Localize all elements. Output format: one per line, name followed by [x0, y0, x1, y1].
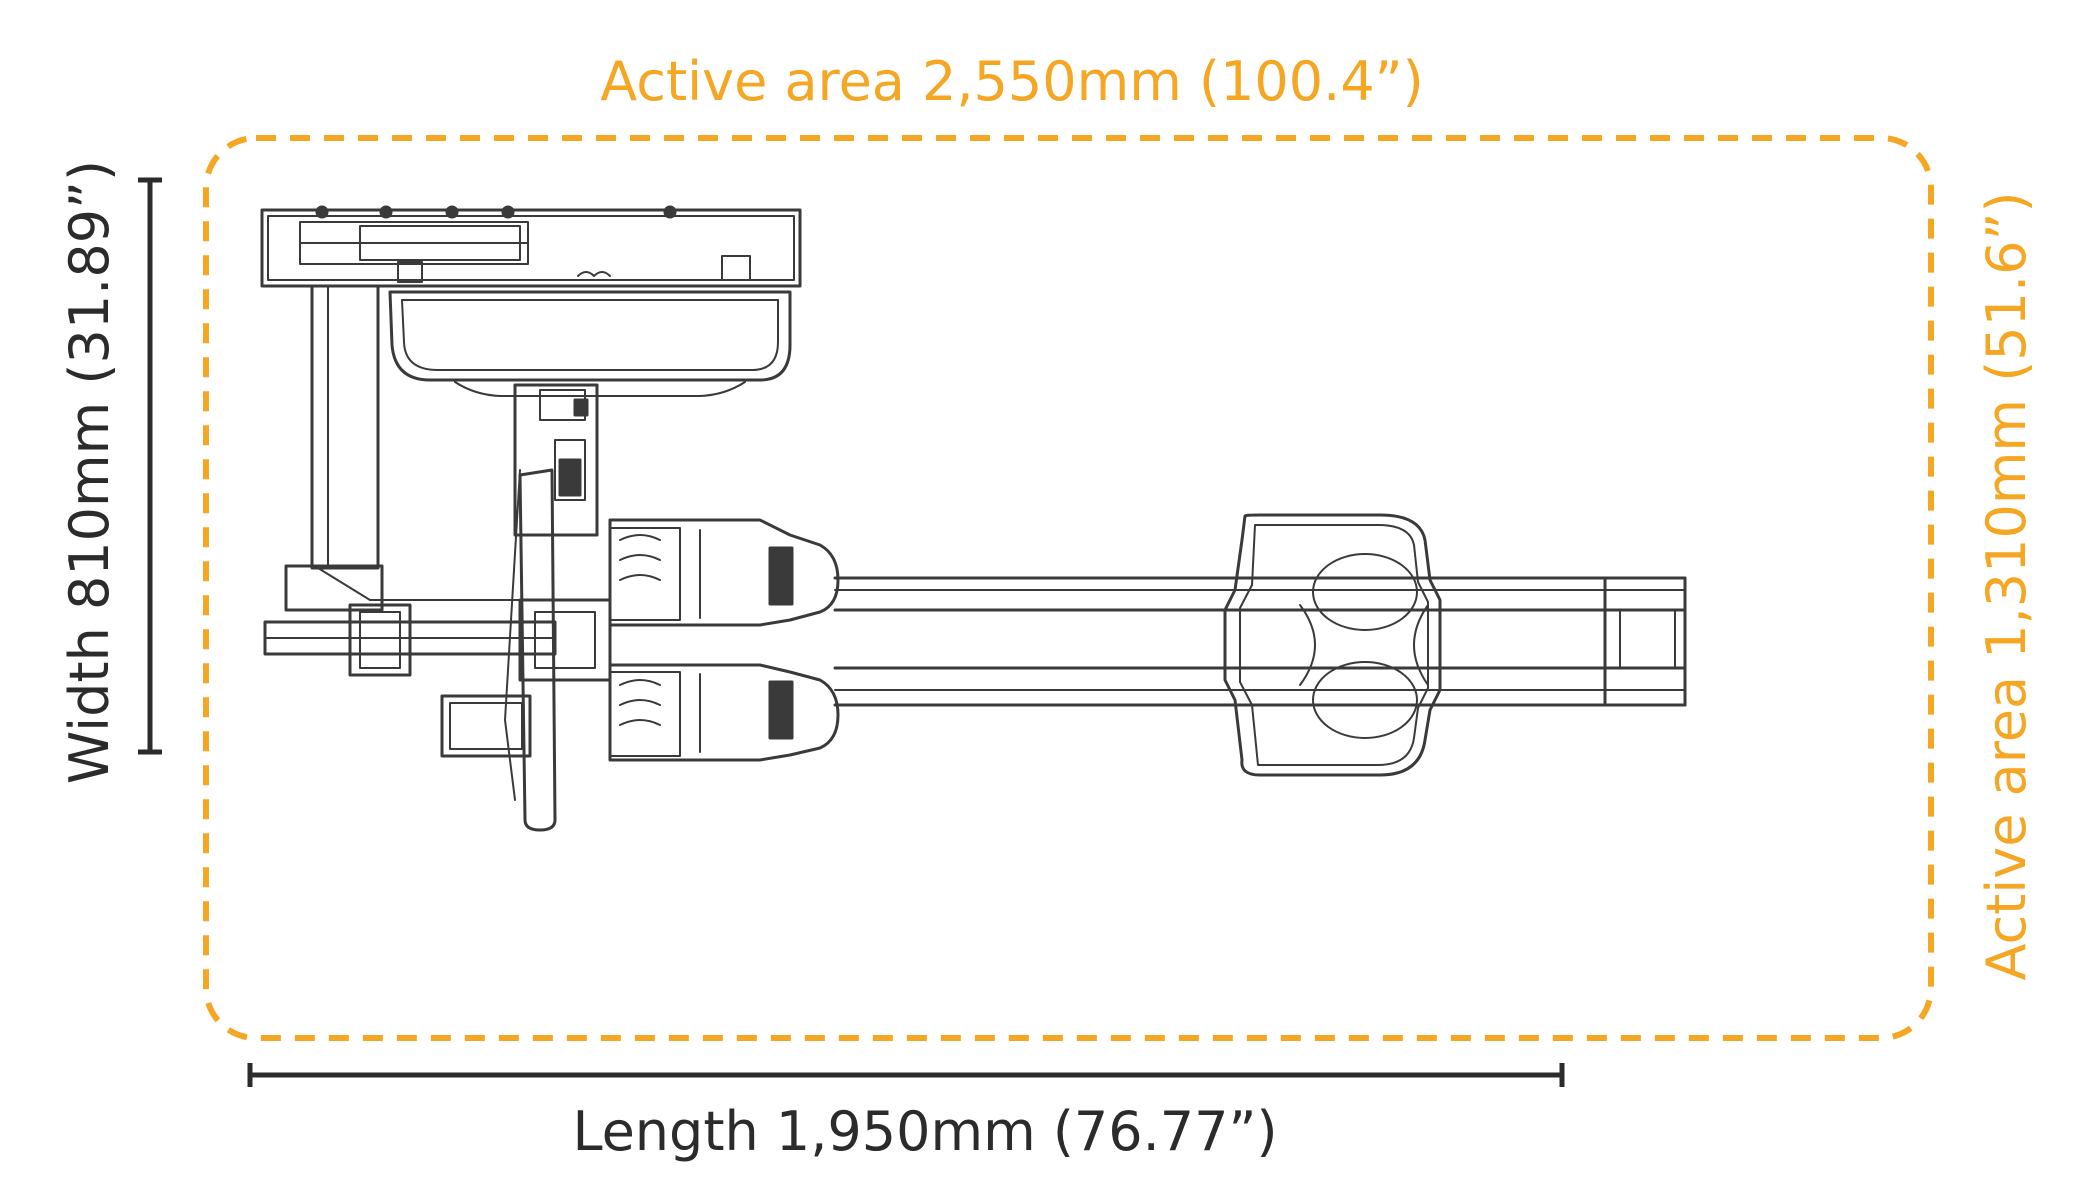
- center-column: [513, 383, 599, 537]
- bottom-roller: [440, 694, 532, 758]
- length-label: Length 1,950mm (76.77”): [572, 1100, 1277, 1163]
- active-area-width-label: Active area 1,310mm (51.6”): [1975, 191, 2038, 980]
- width-dimension-line: [138, 177, 162, 755]
- width-label: Width 810mm (31.89”): [58, 160, 121, 784]
- seat: [1223, 513, 1442, 777]
- active-area-boundary: [203, 135, 1934, 1041]
- slide-rail: [833, 576, 1687, 707]
- length-dimension-line: [247, 1063, 1565, 1087]
- front-strap-assembly: [263, 598, 612, 682]
- active-area-length-label: Active area 2,550mm (100.4”): [600, 50, 1423, 113]
- footrest-upper: [608, 518, 840, 627]
- handle-bar: [504, 468, 557, 832]
- rowing-machine-drawing: [260, 205, 1687, 832]
- flywheel-housing: [260, 205, 802, 612]
- footrest-lower: [608, 663, 840, 762]
